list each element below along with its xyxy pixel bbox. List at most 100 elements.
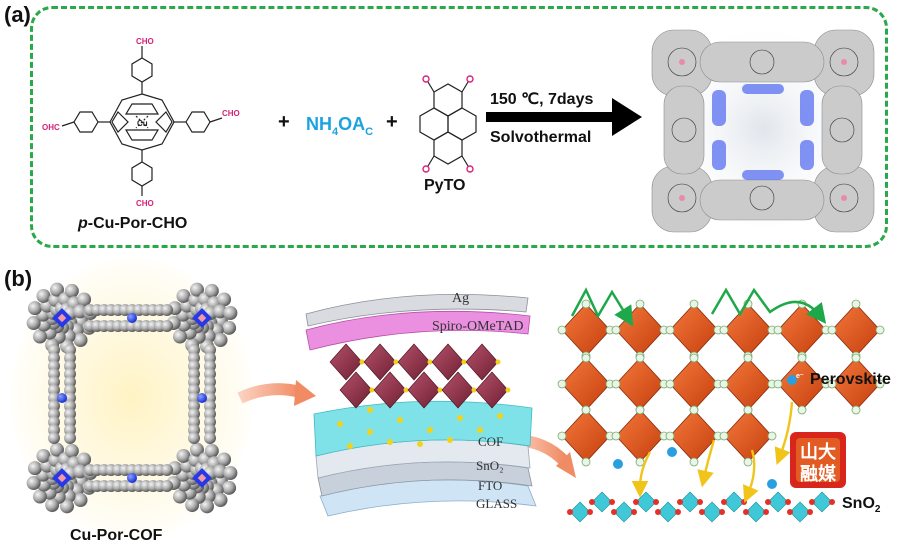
octahedron-vertex-atom <box>359 359 365 365</box>
oxygen-atom <box>785 499 791 505</box>
condition-method: Solvothermal <box>490 129 591 146</box>
layer-label-cof: COF <box>478 434 503 449</box>
cof-atom <box>172 489 187 504</box>
cof-copper-center <box>57 313 67 323</box>
oxygen-atom <box>609 499 615 505</box>
reaction-arrow <box>486 98 642 136</box>
cof-atom <box>222 320 237 335</box>
layer-spiro <box>305 310 531 351</box>
oxygen-atom <box>633 499 639 505</box>
perovskite-octahedron <box>669 357 719 411</box>
cof-particle <box>367 429 373 435</box>
cof-atom <box>161 480 173 492</box>
oxygen-atom <box>655 509 661 515</box>
halide-atom <box>689 299 699 309</box>
cof-atom <box>189 282 204 297</box>
cof-atom <box>161 320 173 332</box>
cof-particle <box>477 427 483 433</box>
perovskite-octahedron <box>329 343 363 381</box>
cof-atom <box>64 283 79 298</box>
cof-atom <box>223 465 238 480</box>
cof-particle <box>347 443 353 449</box>
cof-atom <box>73 333 88 348</box>
perovskite-octahedron <box>431 343 465 381</box>
octahedron-vertex-atom <box>461 359 467 365</box>
oxygen-atom <box>809 499 815 505</box>
cof-atom <box>176 448 191 463</box>
halide-atom <box>689 353 699 363</box>
cof-atom <box>32 329 47 344</box>
octahedron-vertex-atom <box>505 387 511 393</box>
halide-atom <box>827 379 837 389</box>
oxygen-atom <box>721 499 727 505</box>
cof-space-filling-model <box>12 258 252 538</box>
aldehyde-bottom-label: CHO <box>136 199 154 208</box>
cof-atom <box>222 480 237 495</box>
halide-atom <box>557 431 567 441</box>
perovskite-octahedron <box>615 409 665 463</box>
aldehyde-left-label: OHC <box>42 123 60 132</box>
cof-atom <box>217 452 232 467</box>
watermark-logo: 山大 融媒 <box>790 432 846 488</box>
cof-copper-center <box>197 313 207 323</box>
oxygen-atom <box>743 509 749 515</box>
watermark-text-top: 山大 <box>800 441 836 462</box>
halide-atom <box>767 431 777 441</box>
halide-atom <box>773 325 783 335</box>
reagent2-tail: OA <box>338 114 365 134</box>
layer-label-fto: FTO <box>478 478 502 493</box>
reactant1-prefix: p <box>77 215 88 232</box>
pyto-oxygen-group <box>422 75 474 173</box>
cof-particle <box>427 427 433 433</box>
cof-framework-wireframe <box>651 18 875 240</box>
sno2-octahedron <box>811 491 833 513</box>
halide-atom <box>635 299 645 309</box>
octahedron-vertex-atom <box>403 387 409 393</box>
cof-atom <box>48 432 60 444</box>
cof-atom <box>161 304 173 316</box>
halide-atom <box>875 379 885 389</box>
perovskite-octahedron <box>561 357 611 411</box>
cof-atom <box>213 304 228 319</box>
transition-arrow-1-head <box>294 380 316 406</box>
aldehyde-right-label: CHO <box>222 109 240 118</box>
reagent2-subc: C <box>365 126 373 138</box>
pyto-structure <box>419 81 477 167</box>
perovskite-octahedron <box>441 371 475 409</box>
layer-label-glass: GLASS <box>476 496 517 511</box>
halide-atom <box>581 405 591 415</box>
cof-nitrogen-atom <box>197 393 207 403</box>
halide-atom <box>665 431 675 441</box>
cof-atom <box>161 464 173 476</box>
oxygen-atom <box>677 499 683 505</box>
pyto-oxygen <box>466 75 474 83</box>
cof-atom-group <box>26 282 238 514</box>
pyto-oxygen <box>422 165 430 173</box>
reactant3-name: PyTO <box>424 177 466 194</box>
oxygen-atom <box>763 509 769 515</box>
porphyrin-structure <box>61 46 223 196</box>
halide-atom <box>665 379 675 389</box>
halide-atom <box>611 431 621 441</box>
sno2-main: SnO <box>842 495 875 512</box>
halide-atom <box>875 325 885 335</box>
oxygen-atom <box>631 509 637 515</box>
perovskite-octahedra <box>557 299 885 467</box>
panel-a-label: (a) <box>4 2 31 27</box>
panel-a-frame <box>30 6 888 248</box>
perovskite-octahedron <box>339 371 373 409</box>
transition-arrow-2-head <box>556 452 576 478</box>
watermark-text-bottom: 融媒 <box>800 463 837 484</box>
cof-particle <box>397 417 403 423</box>
cof-atom <box>36 288 51 303</box>
panel-b-label: (b) <box>4 266 33 291</box>
oxygen-atom <box>653 499 659 505</box>
oxygen-atom <box>741 499 747 505</box>
perovskite-octahedron <box>723 357 773 411</box>
cof-atom <box>32 489 47 504</box>
halide-atom <box>773 379 783 389</box>
aldehyde-top-label: CHO <box>136 37 154 46</box>
halide-atom <box>719 431 729 441</box>
cof-atom <box>172 329 187 344</box>
